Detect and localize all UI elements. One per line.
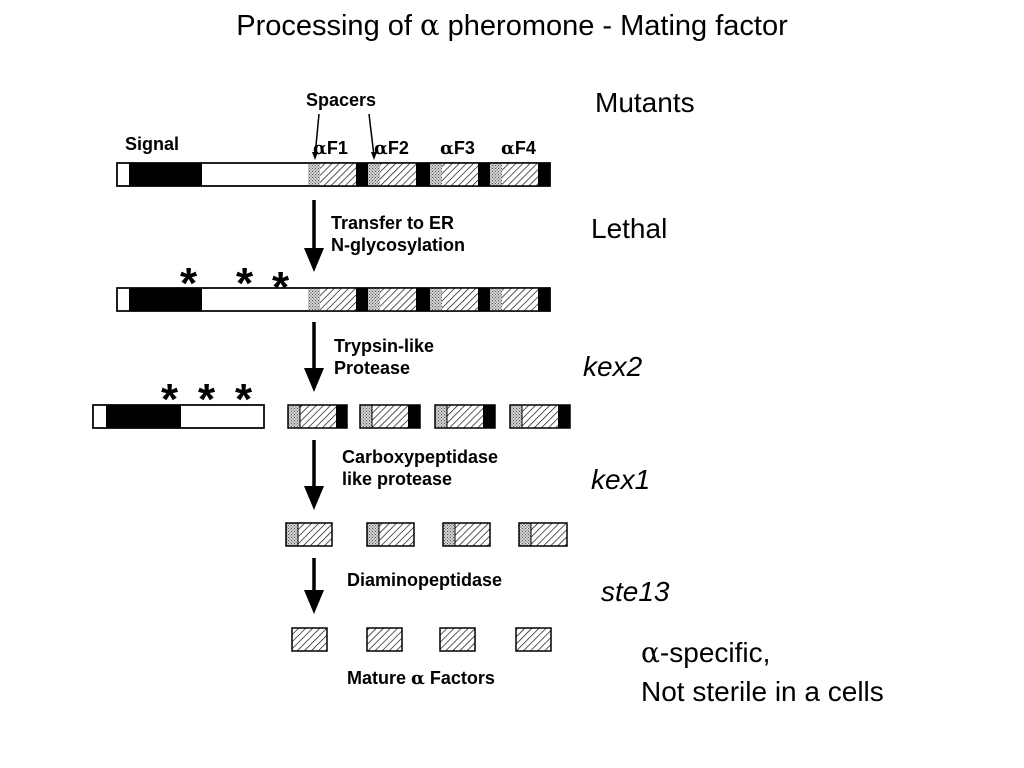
mutant-kex1: kex1 <box>591 464 651 495</box>
glycosylation-mark: * <box>272 263 290 312</box>
fragment-4 <box>518 522 568 547</box>
kex2-cleaved-products <box>92 404 571 429</box>
final-label: Mature α Factors <box>347 668 495 689</box>
fragment-1 <box>287 404 348 429</box>
factor-label-3: αF3 <box>440 138 475 159</box>
mutant-note-line1: α-specific, <box>641 636 771 669</box>
mutant-ste13: ste13 <box>601 576 670 607</box>
arrow-step-3 <box>304 440 324 510</box>
glycosylation-mark: * <box>161 375 179 424</box>
mature-factor-2 <box>366 627 403 652</box>
fragment-3 <box>434 404 496 429</box>
factor-segment <box>380 163 416 186</box>
factor-segment <box>502 163 538 186</box>
arrow-step-1 <box>304 200 324 272</box>
kex1-trimmed-products <box>285 522 568 547</box>
precursor-bar <box>116 162 551 187</box>
page-title: Processing of α pheromone - Mating facto… <box>236 8 788 42</box>
fragment-4 <box>509 404 571 429</box>
spacers-label: Spacers <box>306 90 377 110</box>
spacer-segment <box>368 163 380 186</box>
glycosylation-mark: * <box>198 375 216 424</box>
mutants-header: Mutants <box>595 87 695 118</box>
spacer-pointer-1 <box>314 113 320 157</box>
mature-factor-1 <box>291 627 328 652</box>
signal-segment <box>129 288 202 311</box>
factor-segment <box>320 163 356 186</box>
fragment-2 <box>366 522 415 547</box>
signal-label: Signal <box>125 134 180 154</box>
arrow-step-2 <box>304 322 324 392</box>
mutant-lethal: Lethal <box>591 213 668 244</box>
mature-factor-4 <box>515 627 552 652</box>
glycosylation-mark: * <box>180 259 198 308</box>
signal-segment <box>129 163 202 186</box>
mutant-note-line2: Not sterile in a cells <box>641 676 884 707</box>
factor-segment <box>442 163 478 186</box>
mature-factor-3 <box>439 627 476 652</box>
mature-factors <box>291 627 552 652</box>
fragment-3 <box>442 522 491 547</box>
mutant-kex2: kex2 <box>583 351 643 382</box>
step4-label: Diaminopeptidase <box>347 570 503 590</box>
spacer-segment <box>490 163 502 186</box>
arrow-step-4 <box>304 558 324 614</box>
fragment-2 <box>359 404 421 429</box>
factor-label-2: αF2 <box>374 138 409 159</box>
spacer-pointer-2 <box>368 113 375 157</box>
factor-label-1: αF1 <box>313 138 348 159</box>
spacer-segment <box>430 163 442 186</box>
glycosylation-mark: * <box>235 375 253 424</box>
fragment-1 <box>285 522 333 547</box>
glycosylation-mark: * <box>236 259 254 308</box>
glycosylated-precursor-bar <box>116 287 551 312</box>
factor-label-4: αF4 <box>501 138 536 159</box>
signal-segment <box>106 405 181 428</box>
spacer-segment <box>308 163 320 186</box>
